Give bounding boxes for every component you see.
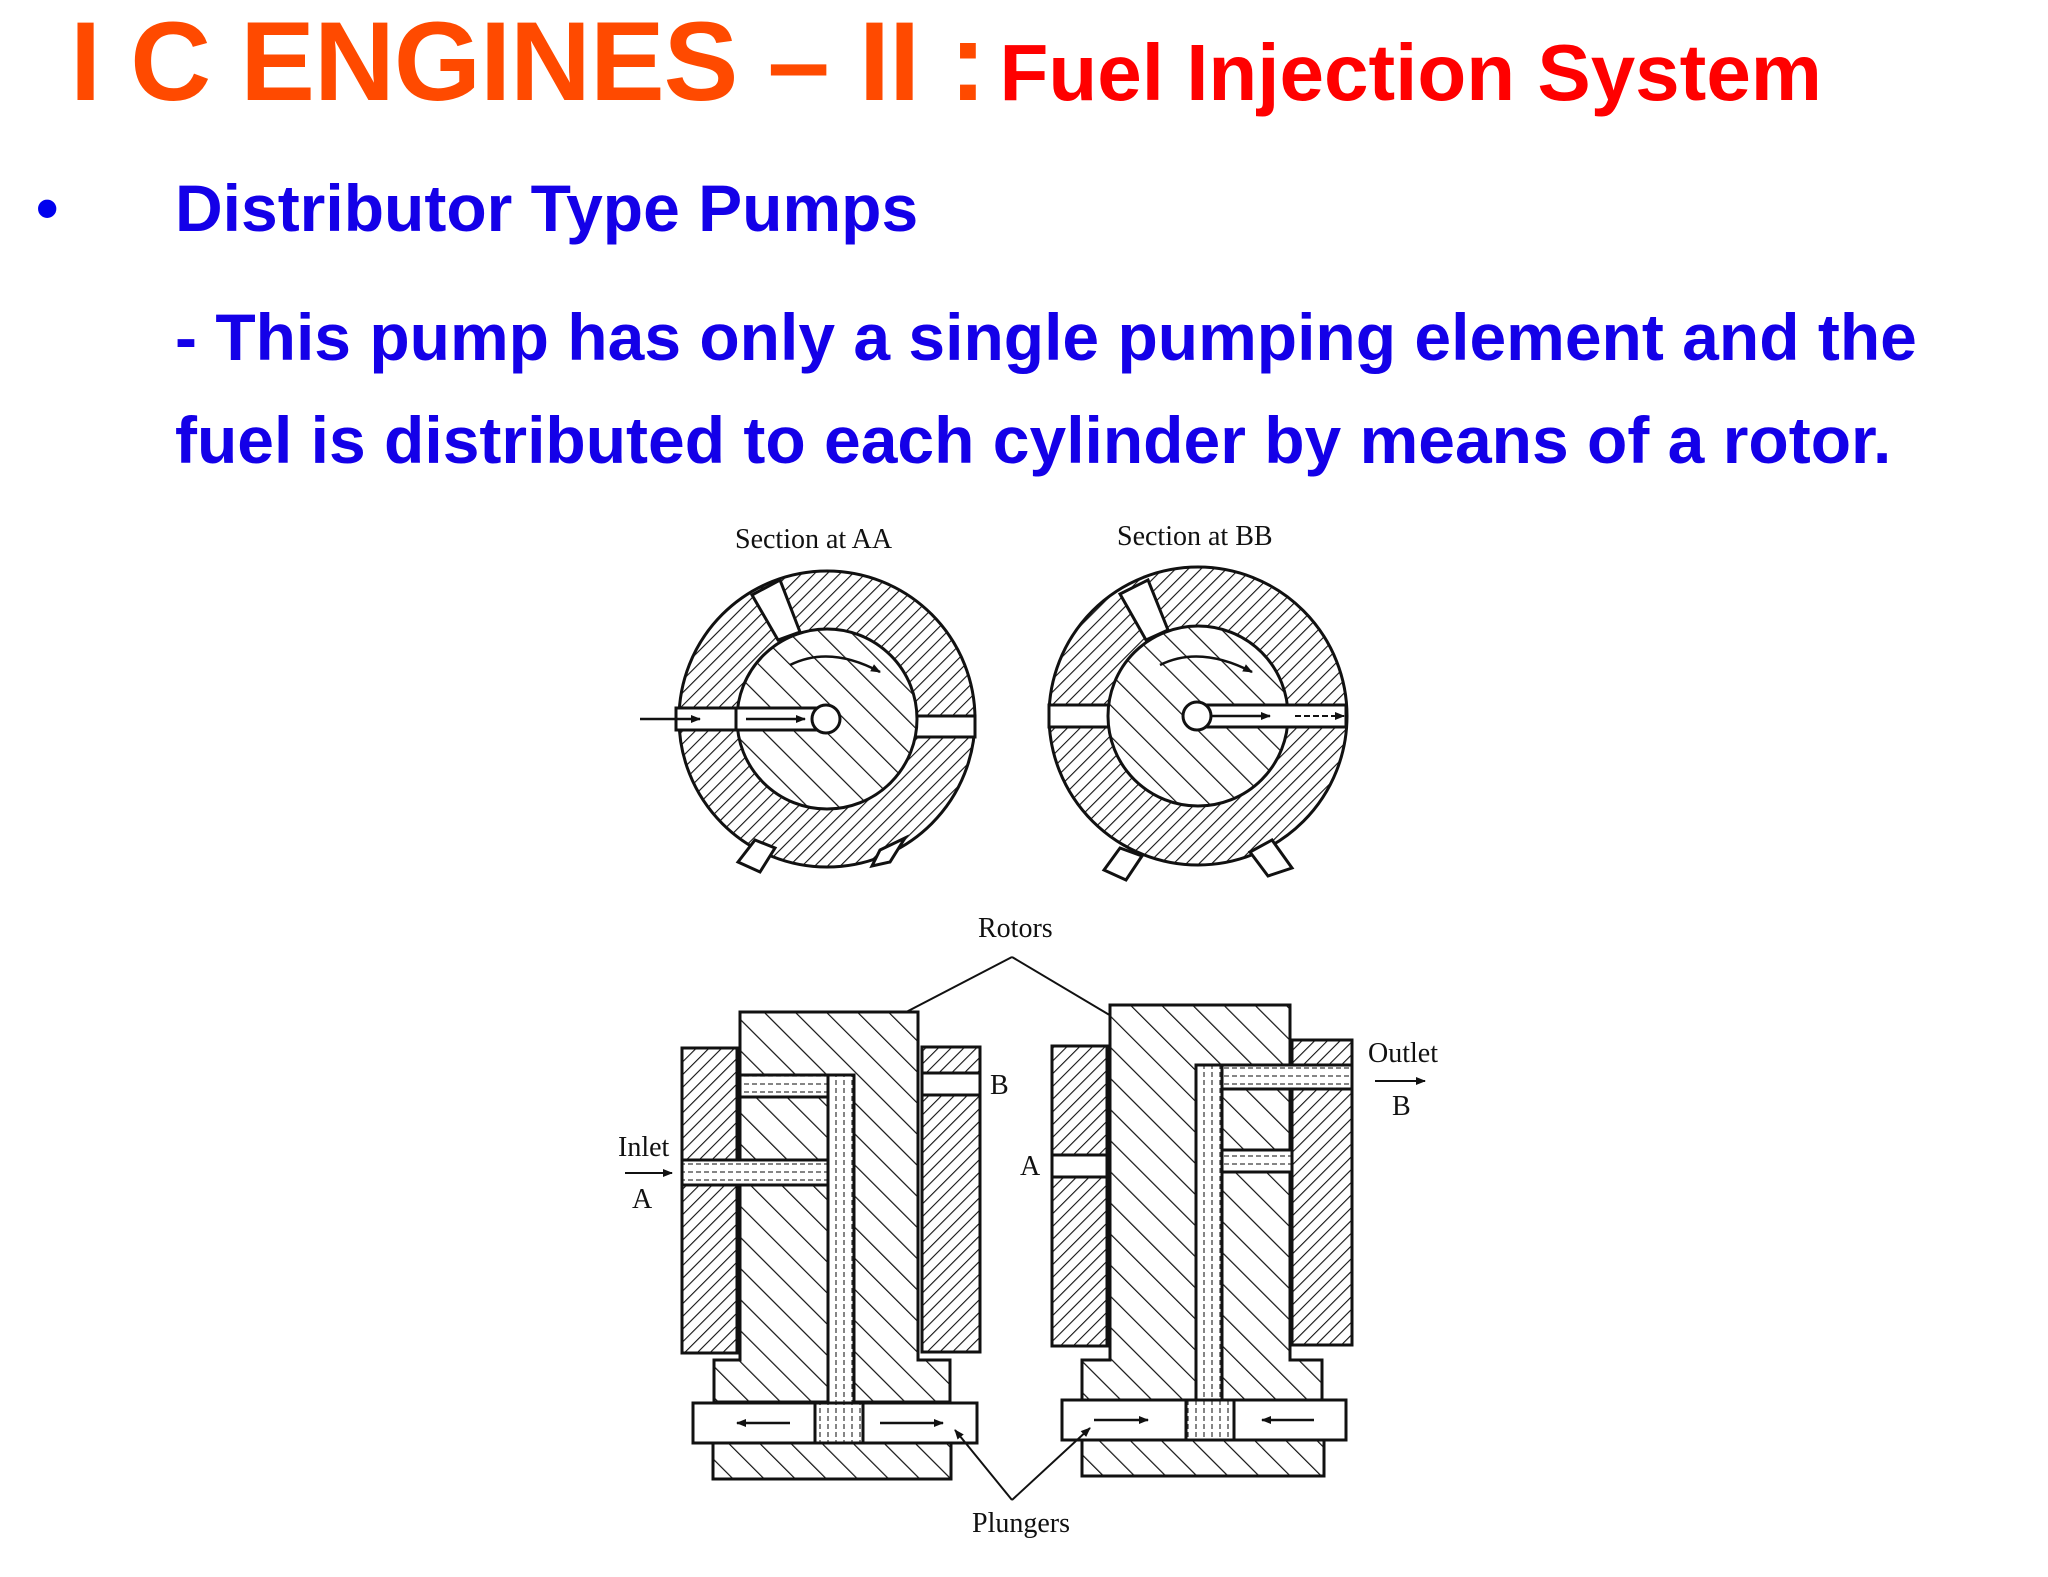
outlet-label: Outlet <box>1368 1038 1438 1069</box>
inlet-label: Inlet <box>618 1132 670 1163</box>
port-b-label: B <box>990 1070 1009 1101</box>
section-bb-label: Section at BB <box>1117 521 1273 552</box>
section-heading: Distributor Type Pumps <box>175 171 919 245</box>
section-aa-label: Section at AA <box>735 524 893 555</box>
bullet-marker: • <box>36 172 59 244</box>
plungers-label: Plungers <box>972 1508 1070 1539</box>
title-sub: Fuel Injection System <box>999 28 1822 117</box>
left-pump-assembly <box>680 1010 982 1481</box>
outlet-port-label: B <box>1392 1091 1411 1122</box>
rotors-label: Rotors <box>978 913 1053 944</box>
section-aa-view <box>640 569 977 874</box>
paragraph-line-1: - This pump has only a single pumping el… <box>175 300 1917 374</box>
inlet-port-label: A <box>632 1184 653 1215</box>
description-paragraph: - This pump has only a single pumping el… <box>175 286 2035 492</box>
section-bb-view <box>1047 565 1349 882</box>
right-pump-assembly <box>1050 1003 1354 1478</box>
page-title: I C ENGINES – II :Fuel Injection System <box>70 0 2030 124</box>
port-a-label: A <box>1020 1151 1041 1182</box>
title-main: I C ENGINES – II : <box>70 0 987 124</box>
paragraph-line-2: fuel is distributed to each cylinder by … <box>175 403 1892 477</box>
